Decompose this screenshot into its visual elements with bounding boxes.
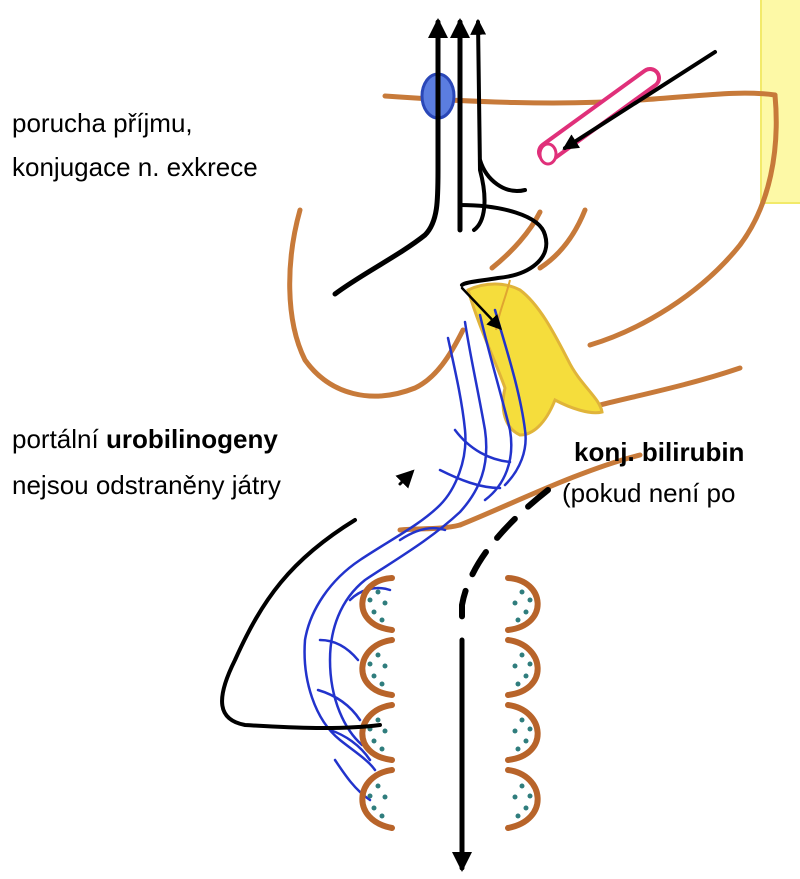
bile-duct xyxy=(468,280,602,435)
uptake-label-line1: porucha příjmu, xyxy=(12,108,193,138)
portal-label-line1: portální urobilinogeny xyxy=(12,424,278,454)
portal-label-bold: urobilinogeny xyxy=(106,424,278,454)
intestine-right xyxy=(508,578,538,828)
uptake-label-line2: konjugace n. exkrece xyxy=(12,152,258,182)
intestine-left xyxy=(362,578,392,828)
conj-label-line1: konj. bilirubin xyxy=(574,437,744,467)
blood-vessel xyxy=(540,78,650,164)
conj-label-bold: konj. bilirubin xyxy=(574,437,744,467)
portal-label-prefix: portální xyxy=(12,424,106,454)
conj-label-line2: (pokud není po xyxy=(562,478,735,508)
portal-label-line2: nejsou odstraněny játry xyxy=(12,470,281,500)
